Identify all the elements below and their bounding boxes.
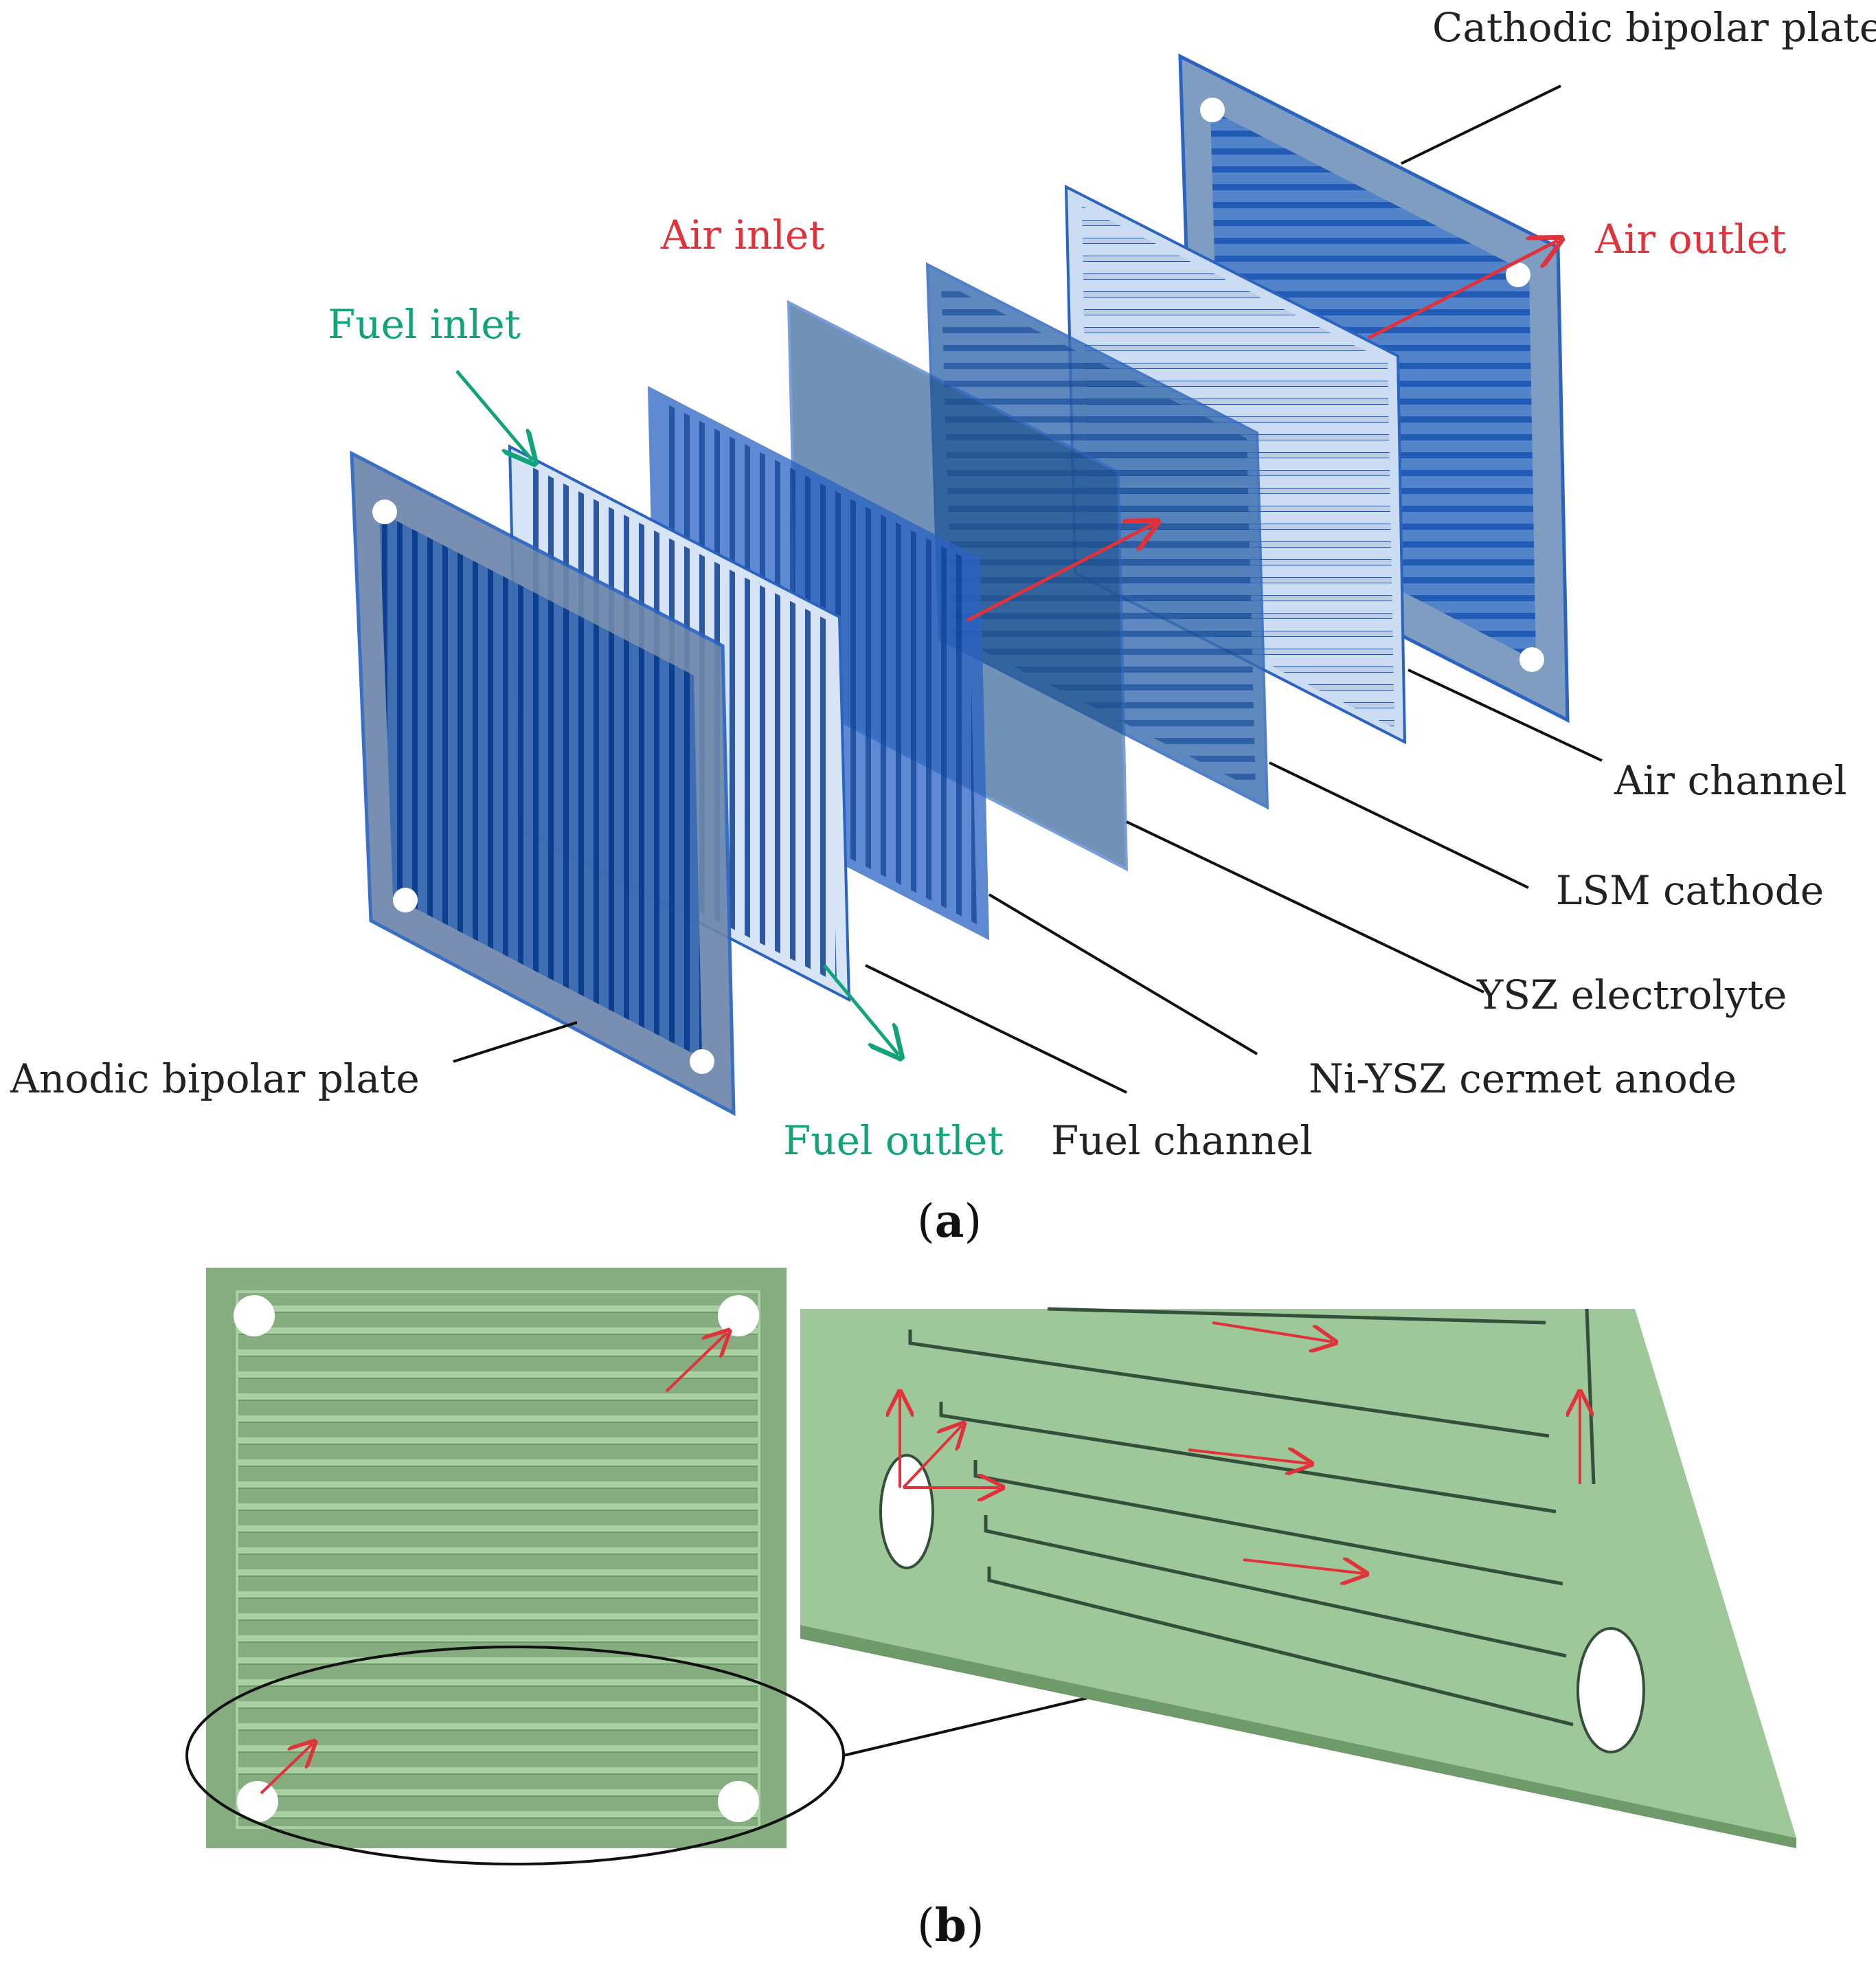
label-air-outlet: Air outlet bbox=[1594, 216, 1786, 262]
air-outlet-arrow bbox=[1367, 240, 1558, 340]
label-air-inlet: Air inlet bbox=[660, 212, 825, 258]
fuel-outlet-arrow bbox=[823, 964, 899, 1055]
closeup-flow-arrows bbox=[900, 1321, 1580, 1573]
fuel-inlet-arrow bbox=[455, 370, 532, 460]
leader-lines bbox=[453, 85, 1603, 1094]
label-lsm-cathode: LSM cathode bbox=[1556, 867, 1824, 914]
panel-a-exploded-stack: Cathodic bipolar plate Air inlet Air out… bbox=[10, 4, 1876, 1248]
caption-b: (b) bbox=[917, 1898, 984, 1952]
panel-b-plate-detail: (b) bbox=[185, 1268, 1796, 1952]
label-fuel-channel: Fuel channel bbox=[1051, 1117, 1313, 1164]
label-fuel-inlet: Fuel inlet bbox=[328, 301, 521, 348]
label-ysz-electrolyte: YSZ electrolyte bbox=[1476, 972, 1787, 1018]
plate-closeup bbox=[800, 1307, 1796, 1848]
air-flow-arrow-middle bbox=[966, 524, 1154, 623]
label-fuel-outlet: Fuel outlet bbox=[783, 1117, 1004, 1164]
label-anodic-bipolar-plate: Anodic bipolar plate bbox=[10, 1055, 420, 1102]
flat-bipolar-plate bbox=[206, 1268, 787, 1848]
flow-arrow-bottom-left bbox=[260, 1744, 313, 1795]
flow-arrow-top-right bbox=[665, 1333, 727, 1393]
anodic-bipolar-plate bbox=[350, 450, 736, 1117]
label-ni-ysz-cermet-anode: Ni-YSZ cermet anode bbox=[1309, 1055, 1737, 1102]
label-air-channel: Air channel bbox=[1614, 757, 1847, 804]
closeup-hole-left bbox=[879, 1454, 934, 1569]
label-cathodic-bipolar-plate: Cathodic bipolar plate bbox=[1432, 4, 1876, 51]
zoom-connector bbox=[843, 1696, 1092, 1757]
caption-a: (a) bbox=[917, 1194, 982, 1248]
closeup-hole-right bbox=[1576, 1627, 1645, 1753]
